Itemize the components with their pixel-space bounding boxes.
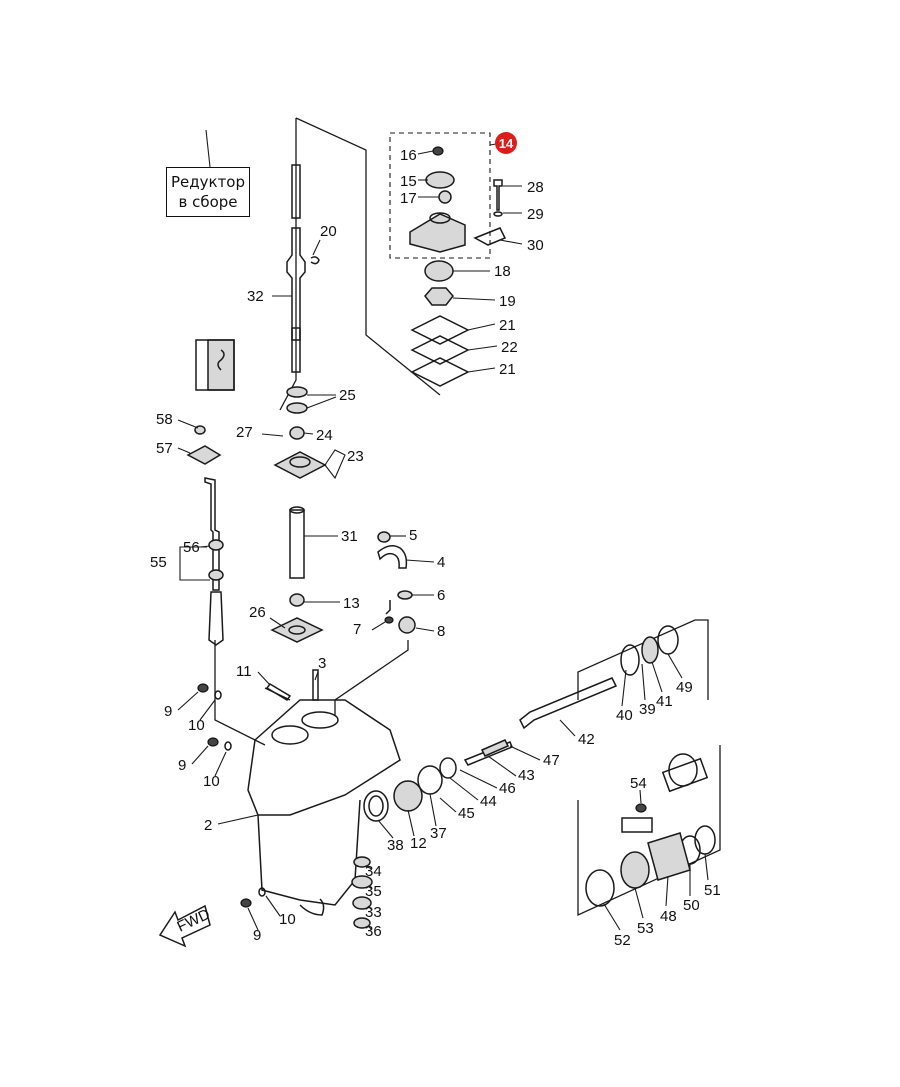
part-label-52: 52 [614, 932, 631, 949]
forward-direction-indicator: FWD [158, 904, 213, 948]
part-label-42: 42 [578, 731, 595, 748]
part-label-6: 6 [437, 587, 445, 604]
part-label-3: 3 [318, 655, 326, 672]
part-label-22: 22 [501, 339, 518, 356]
part-label-50: 50 [683, 897, 700, 914]
part-label-20: 20 [320, 223, 337, 240]
part-label-21b: 21 [499, 361, 516, 378]
part-label-12: 12 [410, 835, 427, 852]
part-label-4: 4 [437, 554, 445, 571]
part-label-7: 7 [353, 621, 361, 638]
bearing-housing-group [585, 753, 716, 907]
part-label-36: 36 [365, 923, 382, 940]
part-label-41: 41 [656, 693, 673, 710]
part-label-31: 31 [341, 528, 358, 545]
part-label-21a: 21 [499, 317, 516, 334]
part-label-34: 34 [365, 863, 382, 880]
part-label-25: 25 [339, 387, 356, 404]
part-label-19: 19 [499, 293, 516, 310]
gear-stack [351, 757, 457, 929]
part-label-45: 45 [458, 805, 475, 822]
part-label-10a: 10 [188, 717, 205, 734]
part-label-49: 49 [676, 679, 693, 696]
part-label-23: 23 [347, 448, 364, 465]
part-label-16: 16 [400, 147, 417, 164]
part-label-46: 46 [499, 780, 516, 797]
fwd-label: FWD [175, 906, 213, 936]
part-label-26: 26 [249, 604, 266, 621]
propeller-shaft [463, 625, 679, 766]
part-label-57: 57 [156, 440, 173, 457]
assembly-title-line1: Редуктор [170, 173, 246, 191]
part-label-48: 48 [660, 908, 677, 925]
part-label-5: 5 [409, 527, 417, 544]
part-label-47: 47 [543, 752, 560, 769]
water-tube-assembly [377, 531, 416, 634]
driveshaft-assembly [261, 164, 327, 643]
part-label-2: 2 [204, 817, 212, 834]
shift-rod-assembly [186, 339, 235, 646]
part-label-32: 32 [247, 288, 264, 305]
part-label-54: 54 [630, 775, 647, 792]
part-label-10b: 10 [203, 773, 220, 790]
part-label-9c: 9 [253, 927, 261, 944]
part-label-8: 8 [437, 623, 445, 640]
part-label-17: 17 [400, 190, 417, 207]
part-label-30: 30 [527, 237, 544, 254]
part-label-55: 55 [150, 554, 167, 571]
part-label-33: 33 [365, 904, 382, 921]
part-label-58: 58 [156, 411, 173, 428]
part-label-40: 40 [616, 707, 633, 724]
part-label-11: 11 [236, 663, 252, 680]
part-label-53: 53 [637, 920, 654, 937]
part-label-38: 38 [387, 837, 404, 854]
part-label-44: 44 [480, 793, 497, 810]
part-label-37: 37 [430, 825, 447, 842]
part-label-18: 18 [494, 263, 511, 280]
gearcase-housing [197, 669, 401, 916]
part-label-10c: 10 [279, 911, 296, 928]
water-pump-group [409, 146, 507, 387]
highlight-badge-label: 14 [499, 136, 514, 151]
part-label-51: 51 [704, 882, 721, 899]
part-label-27: 27 [236, 424, 253, 441]
part-number-labels: 16 15 17 28 29 30 18 19 21 22 21 20 32 2… [150, 147, 721, 949]
part-label-39: 39 [639, 701, 656, 718]
part-label-29: 29 [527, 206, 544, 223]
part-label-35: 35 [365, 883, 382, 900]
assembly-title-line2: в сборе [178, 193, 238, 211]
assembly-title-box: Редуктор в сборе [166, 167, 250, 217]
highlight-badge-14: 14 [495, 132, 517, 154]
part-label-9a: 9 [164, 703, 172, 720]
part-label-13: 13 [343, 595, 360, 612]
part-label-43: 43 [518, 767, 535, 784]
leader-lines [177, 150, 709, 931]
part-label-24: 24 [316, 427, 333, 444]
part-label-28: 28 [527, 179, 544, 196]
part-label-9b: 9 [178, 757, 186, 774]
part-label-15: 15 [400, 173, 417, 190]
